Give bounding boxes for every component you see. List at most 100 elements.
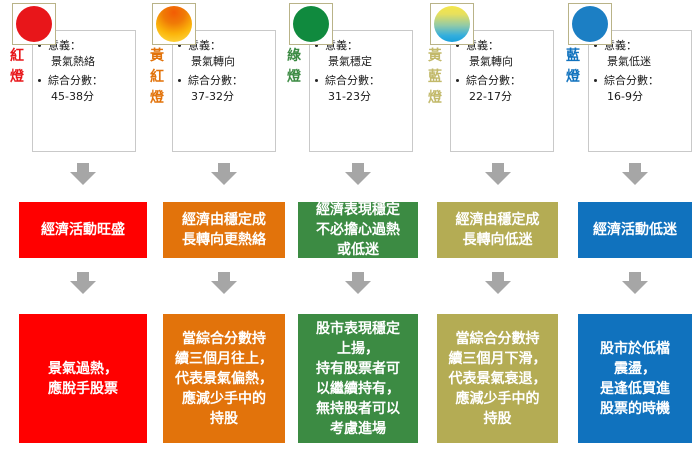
- score-label: 綜合分數：: [325, 74, 380, 87]
- lamp-info-bullets: 意義： 景氣穩定綜合分數： 31-23分: [312, 38, 408, 105]
- economy-status-box: 經濟由穩定成 長轉向低迷: [437, 202, 558, 258]
- arrow-head: [70, 172, 96, 185]
- arrow-shaft: [218, 272, 230, 281]
- score-bullet: 綜合分數： 45-38分: [35, 73, 131, 105]
- yellow-blue-column: 意義： 景氣轉向綜合分數： 22-17分 黃 藍 燈: [418, 0, 558, 451]
- arrow-card-to-status: [484, 163, 511, 185]
- meaning-value: 景氣轉向: [469, 55, 513, 68]
- meaning-value: 景氣熱絡: [51, 55, 95, 68]
- stock-advice-box: 當綜合分數持 續三個月下滑， 代表景氣衰退， 應減少手中的 持股: [437, 314, 558, 443]
- signal-lamp-icon: [572, 6, 608, 42]
- arrow-head: [484, 172, 511, 185]
- arrow-shaft: [629, 272, 641, 281]
- score-bullet: 綜合分數： 37-32分: [175, 73, 271, 105]
- arrow-status-to-advice: [484, 272, 511, 294]
- lamp-name-label: 黃 紅 燈: [150, 48, 164, 106]
- arrow-shaft: [218, 163, 230, 172]
- lamp-info-bullets: 意義： 景氣轉向綜合分數： 22-17分: [453, 38, 549, 105]
- signal-lamp-icon: [293, 6, 329, 42]
- meaning-label: 意義：: [466, 39, 499, 52]
- signal-lamp-icon: [16, 6, 52, 42]
- lamp-swatch-box: [289, 3, 333, 45]
- meaning-label: 意義：: [188, 39, 221, 52]
- arrow-shaft: [491, 163, 504, 172]
- lamp-swatch-box: [568, 3, 612, 45]
- score-value: 45-38分: [51, 90, 94, 103]
- score-label: 綜合分數：: [188, 74, 243, 87]
- lamp-info-card: 意義： 景氣轉向綜合分數： 22-17分: [450, 30, 554, 152]
- signal-lamp-icon: [434, 6, 470, 42]
- score-value: 31-23分: [328, 90, 371, 103]
- arrow-status-to-advice: [622, 272, 648, 294]
- score-value: 22-17分: [469, 90, 512, 103]
- meaning-value: 景氣轉向: [191, 55, 235, 68]
- signal-lamp-icon: [156, 6, 192, 42]
- meaning-value: 景氣低迷: [607, 55, 651, 68]
- economy-status-box: 經濟表現穩定 不必擔心過熱 或低迷: [298, 202, 418, 258]
- yellow-red-column: 意義： 景氣轉向綜合分數： 37-32分 黃 紅 燈: [140, 0, 280, 451]
- meaning-value: 景氣穩定: [328, 55, 372, 68]
- arrow-shaft: [352, 272, 364, 281]
- arrow-shaft: [77, 163, 89, 172]
- arrow-head: [622, 281, 648, 294]
- arrow-shaft: [77, 272, 89, 281]
- arrow-shaft: [491, 272, 504, 281]
- stock-advice-box: 股市於低檔 震盪， 是逢低買進 股票的時機: [578, 314, 692, 443]
- lamp-info-card: 意義： 景氣轉向綜合分數： 37-32分: [172, 30, 276, 152]
- stock-advice-box: 當綜合分數持 續三個月往上， 代表景氣偏熱， 應減少手中的 持股: [163, 314, 285, 443]
- meaning-bullet: 意義： 景氣熱絡: [35, 38, 131, 70]
- meaning-bullet: 意義： 景氣低迷: [591, 38, 687, 70]
- arrow-card-to-status: [345, 163, 371, 185]
- score-bullet: 綜合分數： 22-17分: [453, 73, 549, 105]
- lamp-swatch-box: [430, 3, 474, 45]
- lamp-info-card: 意義： 景氣穩定綜合分數： 31-23分: [309, 30, 413, 152]
- lamp-info-bullets: 意義： 景氣低迷綜合分數： 16-9分: [591, 38, 687, 105]
- lamp-swatch-box: [152, 3, 196, 45]
- lamp-swatch-box: [12, 3, 56, 45]
- arrow-status-to-advice: [211, 272, 237, 294]
- lamp-info-bullets: 意義： 景氣轉向綜合分數： 37-32分: [175, 38, 271, 105]
- blue-column: 意義：景氣低迷綜合分數：16-9分藍 燈: [556, 0, 696, 451]
- lamp-name-label: 綠 燈: [287, 48, 301, 85]
- economy-status-box: 經濟由穩定成 長轉向更熱絡: [163, 202, 285, 258]
- economy-status-box: 經濟活動低迷: [578, 202, 692, 258]
- lamp-info-card: 意義： 景氣低迷綜合分數： 16-9分: [588, 30, 692, 152]
- score-value: 37-32分: [191, 90, 234, 103]
- stock-advice-box: 景氣過熱， 應脫手股票: [19, 314, 147, 443]
- arrow-head: [484, 281, 511, 294]
- meaning-bullet: 意義： 景氣穩定: [312, 38, 408, 70]
- lamp-name-label: 黃 藍 燈: [428, 48, 442, 106]
- stock-advice-box: 股市表現穩定 上揚， 持有股票者可 以繼續持有， 無持股者可以 考慮進場: [298, 314, 418, 443]
- score-value: 16-9分: [607, 90, 643, 103]
- lamp-name-label: 紅 燈: [10, 48, 24, 85]
- score-label: 綜合分數：: [48, 74, 103, 87]
- meaning-label: 意義：: [48, 39, 81, 52]
- red-column: 意義： 景氣熱絡綜合分數： 45-38分 紅 燈: [0, 0, 140, 451]
- meaning-label: 意義：: [325, 39, 358, 52]
- score-bullet: 綜合分數： 16-9分: [591, 73, 687, 105]
- arrow-head: [345, 172, 371, 185]
- arrow-head: [211, 281, 237, 294]
- arrow-status-to-advice: [345, 272, 371, 294]
- score-label: 綜合分數：: [466, 74, 521, 87]
- green-column: 意義： 景氣穩定綜合分數： 31-23分 綠 燈: [277, 0, 417, 451]
- arrow-card-to-status: [211, 163, 237, 185]
- arrow-head: [622, 172, 648, 185]
- economy-status-box: 經濟活動旺盛: [19, 202, 147, 258]
- meaning-label: 意義：: [604, 39, 637, 52]
- arrow-head: [211, 172, 237, 185]
- score-bullet: 綜合分數： 31-23分: [312, 73, 408, 105]
- arrow-card-to-status: [70, 163, 96, 185]
- score-label: 綜合分數：: [604, 74, 659, 87]
- arrow-shaft: [352, 163, 364, 172]
- arrow-shaft: [629, 163, 641, 172]
- arrow-card-to-status: [622, 163, 648, 185]
- meaning-bullet: 意義： 景氣轉向: [175, 38, 271, 70]
- lamp-info-bullets: 意義： 景氣熱絡綜合分數： 45-38分: [35, 38, 131, 105]
- meaning-bullet: 意義： 景氣轉向: [453, 38, 549, 70]
- arrow-head: [345, 281, 371, 294]
- lamp-info-card: 意義： 景氣熱絡綜合分數： 45-38分: [32, 30, 136, 152]
- arrow-status-to-advice: [70, 272, 96, 294]
- arrow-head: [70, 281, 96, 294]
